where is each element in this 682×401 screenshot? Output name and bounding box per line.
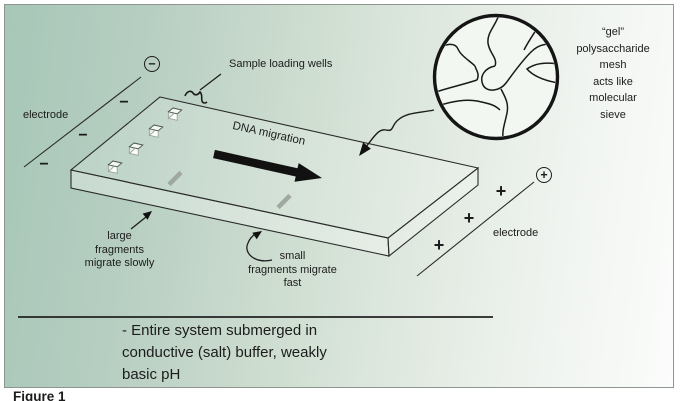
sample-well (167, 107, 183, 121)
large-fragments-note: large fragments migrate slowly (84, 230, 155, 269)
minus-icon: − (148, 56, 156, 71)
magnifier-pointer-arrow (363, 109, 435, 150)
plus-icon: + (540, 167, 548, 182)
diagram-panel (4, 4, 674, 388)
small-fragments-arrow (246, 231, 273, 262)
positive-electrode-line (416, 181, 535, 277)
positive-charge: + (433, 235, 445, 255)
electrode-label-left: electrode (23, 109, 69, 121)
magnifier-pointer-arrowhead (359, 142, 371, 156)
dna-migration-arrow (213, 149, 322, 182)
positive-terminal-circle: + (536, 167, 552, 183)
negative-terminal-circle: − (144, 56, 160, 72)
negative-charge: − (39, 156, 49, 173)
gel-inset-caption: “gel” polysaccharide mesh acts like mole… (563, 24, 663, 124)
figure-caption: Figure 1 (13, 389, 66, 401)
large-fragments-arrow (130, 211, 152, 230)
negative-charge: − (119, 94, 129, 111)
small-fragments-note: small fragments migrate fast (248, 250, 337, 289)
inset-line: “gel” (601, 26, 624, 38)
inset-line: molecular (589, 92, 637, 105)
inset-line: mesh (599, 59, 627, 72)
sample-well (128, 142, 144, 156)
inset-line: polysaccharide (576, 42, 650, 55)
sample-well (148, 124, 164, 138)
positive-charge: + (495, 181, 507, 201)
wells-pointer-line (199, 73, 222, 91)
inset-line: sieve (600, 108, 626, 121)
negative-charge: − (78, 127, 88, 144)
buffer-note: - Entire system submerged in conductive … (122, 322, 327, 383)
fragment-dash-large (167, 170, 183, 187)
negative-electrode-line (23, 76, 142, 168)
sample-well (107, 160, 123, 174)
gel-mesh (436, 17, 556, 137)
electrode-label-right: electrode (493, 227, 539, 239)
sample-loading-wells-label: Sample loading wells (229, 58, 333, 70)
inset-line: acts like (593, 75, 633, 88)
wells-brace (184, 90, 208, 104)
positive-charge: + (463, 208, 475, 228)
fragment-dash-small (276, 193, 292, 210)
sample-wells (107, 107, 183, 174)
